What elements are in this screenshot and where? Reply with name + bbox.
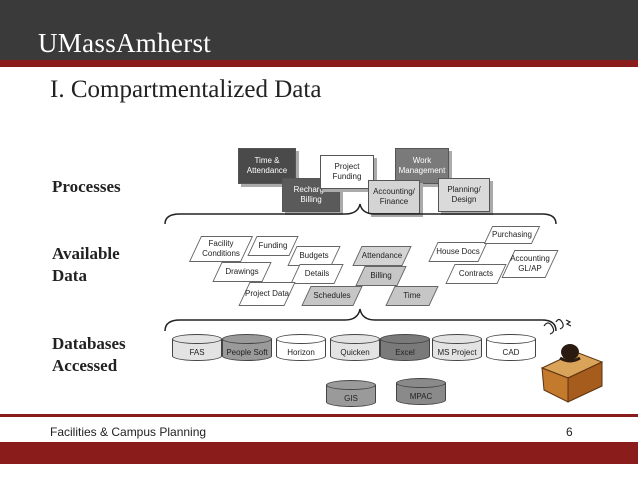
database-cylinder: FAS bbox=[172, 334, 222, 366]
data-item: Schedules bbox=[301, 286, 363, 306]
footer-text: Facilities & Campus Planning bbox=[50, 425, 207, 439]
database-cylinder: People Soft bbox=[222, 334, 272, 366]
data-item: House Docs bbox=[428, 242, 488, 262]
data-item: Funding bbox=[247, 236, 299, 256]
footer-top-line bbox=[0, 414, 638, 417]
data-item: Accounting GL/AP bbox=[501, 250, 559, 278]
frustrated-worker-clipart bbox=[540, 318, 604, 403]
process-box: Planning/ Design bbox=[438, 178, 490, 212]
process-box: Project Funding bbox=[320, 155, 374, 189]
database-cylinder: MS Project bbox=[432, 334, 482, 366]
university-logo: UMassAmherst bbox=[38, 28, 212, 58]
footer-bar bbox=[0, 442, 638, 464]
row-label-line: Data bbox=[52, 266, 87, 285]
data-item: Facility Conditions bbox=[188, 236, 254, 262]
row-label-available-data: Available Data bbox=[52, 243, 120, 287]
row-label-line: Databases bbox=[52, 334, 126, 353]
database-cylinder: Excel bbox=[380, 334, 430, 366]
database-cylinder: Quicken bbox=[330, 334, 380, 366]
data-item: Contracts bbox=[445, 264, 507, 284]
data-item: Attendance bbox=[352, 246, 412, 266]
database-cylinder: CAD bbox=[486, 334, 536, 366]
data-item: Time bbox=[385, 286, 439, 306]
data-item: Billing bbox=[355, 266, 407, 286]
data-item: Details bbox=[290, 264, 344, 284]
data-item: Budgets bbox=[287, 246, 341, 266]
header-bar: UMassAmherst bbox=[0, 0, 638, 60]
row-label-line: Available bbox=[52, 244, 120, 263]
row-label-processes: Processes bbox=[52, 177, 121, 196]
row-label-line: Accessed bbox=[52, 356, 118, 375]
slide-title: I. Compartmentalized Data bbox=[50, 76, 322, 103]
page-number: 6 bbox=[566, 425, 573, 439]
database-cylinder: GIS bbox=[326, 380, 376, 412]
database-cylinder: MPAC bbox=[396, 378, 446, 410]
data-item: Drawings bbox=[212, 262, 272, 282]
database-cylinder: Horizon bbox=[276, 334, 326, 366]
header-accent-line bbox=[0, 60, 638, 67]
data-item: Project Data bbox=[238, 282, 296, 306]
row-label-databases: Databases Accessed bbox=[52, 333, 126, 377]
process-box: Accounting/ Finance bbox=[368, 180, 420, 214]
data-item: Purchasing bbox=[483, 226, 541, 244]
